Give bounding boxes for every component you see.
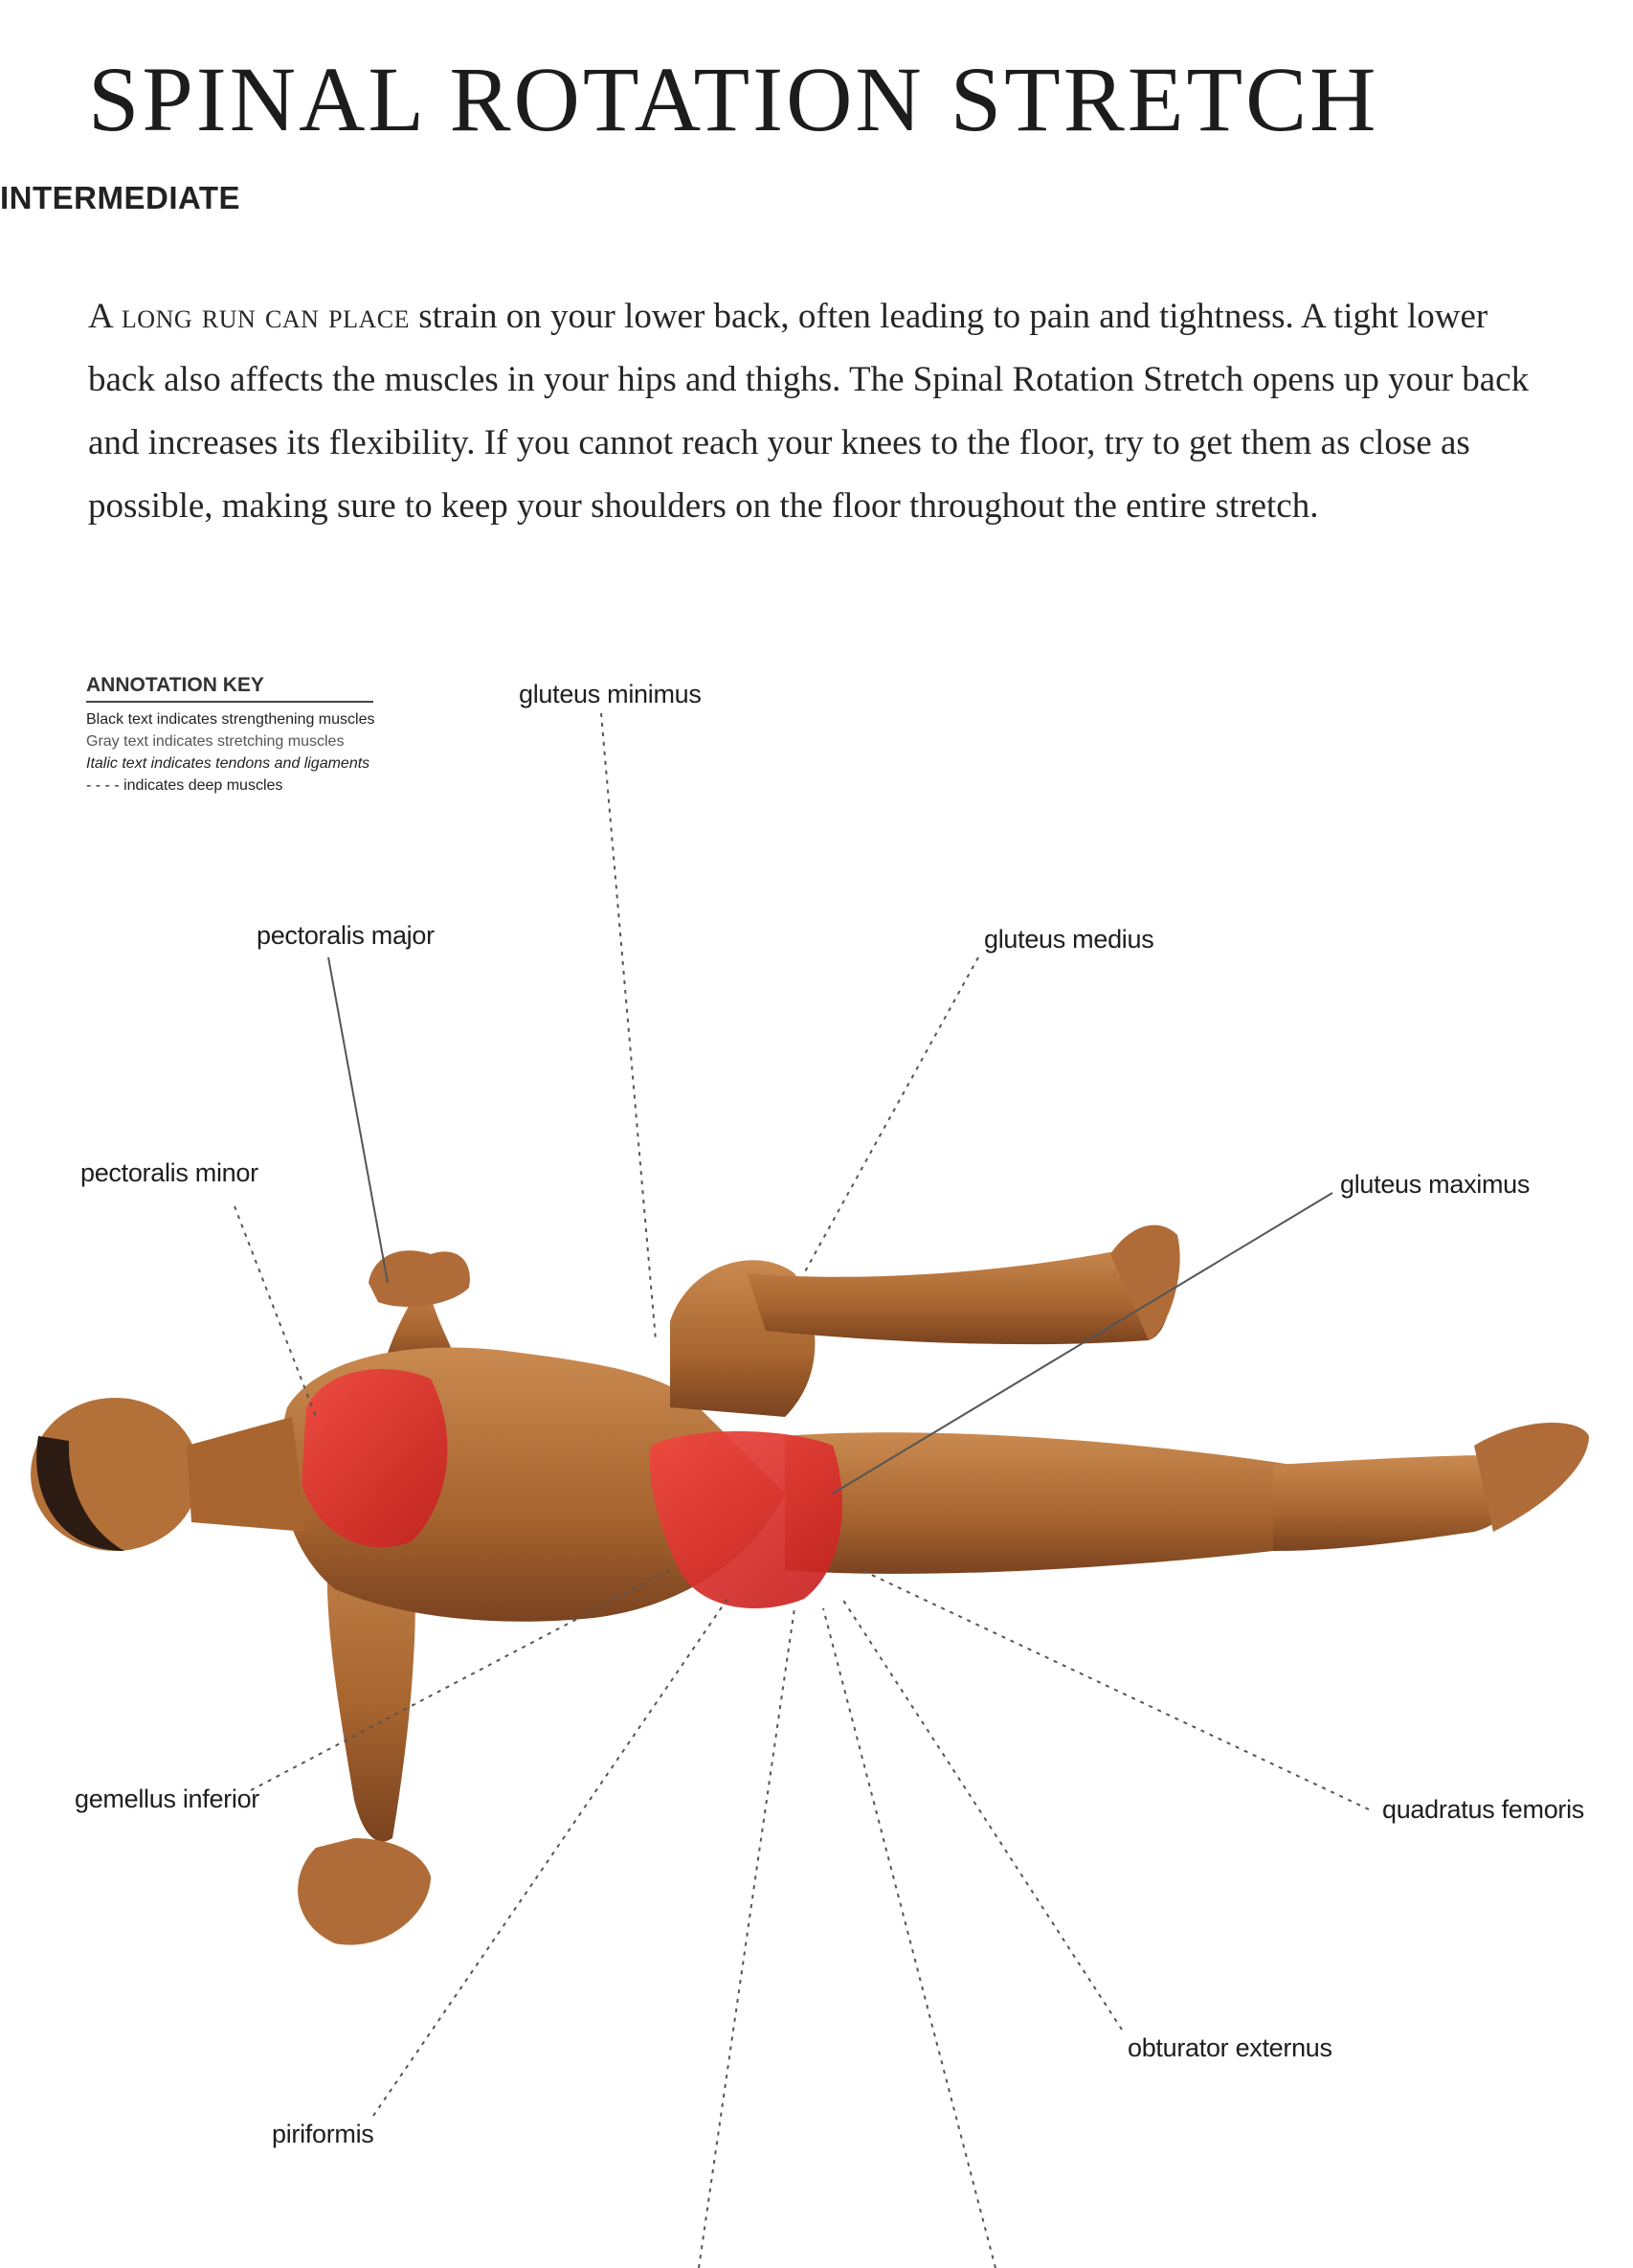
neck <box>187 1417 306 1532</box>
annotation-key: ANNOTATION KEY Black text indicates stre… <box>86 674 375 797</box>
intro-text: strain on your lower back, often leading… <box>88 297 1530 526</box>
leader-quadratus-femoris <box>861 1569 1370 1810</box>
label-piriformis: piriformis <box>272 2120 374 2148</box>
page-title: SPINAL ROTATION STRETCH <box>88 48 1379 150</box>
bent-shin <box>747 1245 1171 1345</box>
leader-gluteus-medius <box>803 956 979 1274</box>
right-arm <box>383 1273 459 1369</box>
leader-lines <box>234 712 1370 2268</box>
left-hand <box>298 1838 431 1945</box>
key-line-tendons: Italic text indicates tendons and ligame… <box>86 755 370 772</box>
difficulty-level: INTERMEDIATE <box>0 180 241 215</box>
label-gluteus-medius: gluteus medius <box>984 925 1154 954</box>
label-gluteus-maximus: gluteus maximus <box>1340 1170 1531 1199</box>
annotation-key-title: ANNOTATION KEY <box>86 674 373 703</box>
key-line-strengthening: Black text indicates strengthening muscl… <box>86 711 375 728</box>
gluteal-highlight <box>650 1431 842 1608</box>
label-pectoralis-major: pectoralis major <box>257 921 435 950</box>
leader-gluteus-minimus <box>600 712 657 1341</box>
leader-bottom-center <box>698 1607 795 2268</box>
right-hand <box>369 1250 470 1307</box>
leader-gemellus-inferior <box>250 1569 671 1791</box>
label-quadratus-femoris: quadratus femoris <box>1382 1795 1585 1824</box>
straight-thigh <box>785 1432 1296 1574</box>
leader-pectoralis-minor <box>234 1205 317 1418</box>
label-pectoralis-minor: pectoralis minor <box>80 1158 258 1187</box>
leader-gluteus-maximus <box>832 1192 1333 1494</box>
straight-shin <box>1273 1455 1514 1551</box>
label-obturator-externus: obturator externus <box>1128 2033 1332 2062</box>
pectoral-highlight <box>302 1369 448 1548</box>
straight-foot <box>1474 1423 1589 1532</box>
leader-piriformis <box>372 1598 728 2117</box>
leader-bottom-right <box>822 1607 996 2268</box>
intro-lead: A long run can place <box>88 297 411 336</box>
leader-pectoralis-major <box>327 956 389 1284</box>
leader-obturator-externus <box>841 1598 1123 2031</box>
key-line-stretching: Gray text indicates stretching muscles <box>86 733 345 750</box>
hair <box>36 1436 124 1551</box>
intro-paragraph: A long run can place strain on your lowe… <box>88 285 1543 538</box>
label-gemellus-inferior: gemellus inferior <box>75 1785 259 1813</box>
bent-foot <box>1110 1224 1180 1340</box>
label-gluteus-minimus: gluteus minimus <box>519 680 702 708</box>
key-line-deep-muscles: - - - - indicates deep muscles <box>86 777 283 794</box>
